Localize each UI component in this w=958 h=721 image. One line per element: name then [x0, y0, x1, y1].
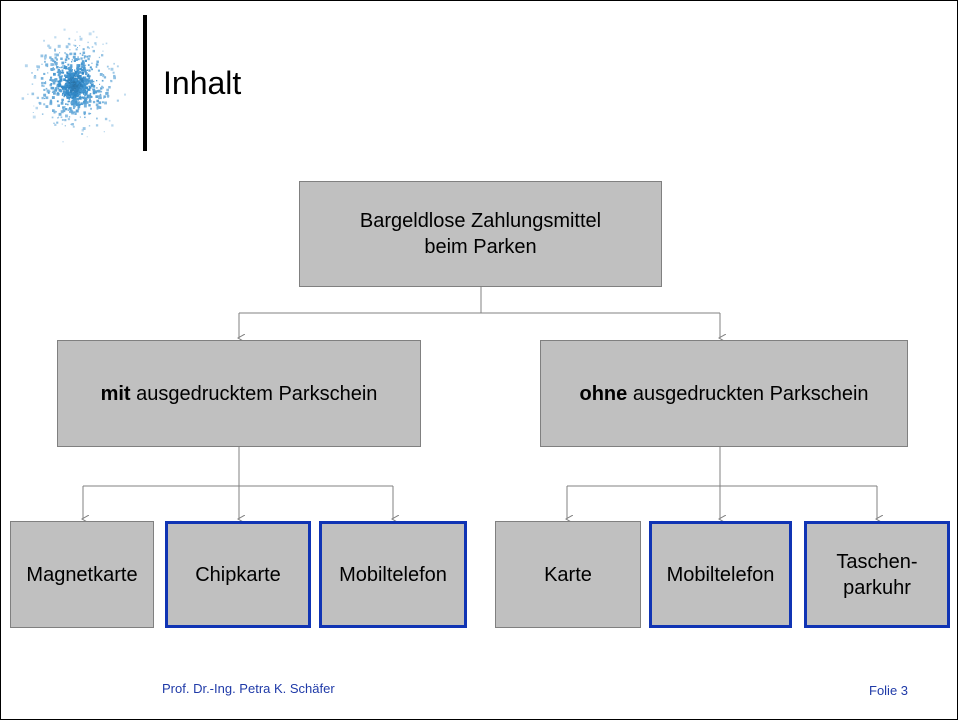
- leaf-mobiltelefon-left: Mobiltelefon: [319, 521, 467, 628]
- logo-dots-icon: [21, 28, 126, 143]
- root-node: Bargeldlose Zahlungsmittel beim Parken: [299, 181, 662, 287]
- node-mit-rest: ausgedrucktem Parkschein: [130, 382, 378, 405]
- leaf-karte-label: Karte: [544, 563, 592, 586]
- leaf-mobiltelefon-right-label: Mobiltelefon: [666, 563, 775, 586]
- leaf-chipkarte-label: Chipkarte: [195, 563, 281, 586]
- root-line2: beim Parken: [424, 236, 537, 258]
- title-divider: [143, 15, 147, 151]
- page-title: Inhalt: [163, 65, 242, 101]
- footer-slide-number: Folie 3: [869, 683, 909, 698]
- node-mit-parkschein: mit ausgedrucktem Parkschein: [57, 340, 421, 447]
- leaf-chipkarte: Chipkarte: [165, 521, 311, 628]
- node-ohne-rest: ausgedruckten Parkschein: [627, 382, 869, 405]
- node-ohne-bold: ohne: [579, 382, 628, 405]
- leaf-mobiltelefon-left-label: Mobiltelefon: [339, 563, 447, 586]
- root-line1: Bargeldlose Zahlungsmittel: [359, 210, 602, 232]
- leaf-magnetkarte-label: Magnetkarte: [26, 563, 138, 586]
- footer-author: Prof. Dr.-Ing. Petra K. Schäfer: [162, 681, 335, 696]
- node-mit-bold: mit: [100, 382, 131, 405]
- leaf-magnetkarte: Magnetkarte: [10, 521, 154, 628]
- node-ohne-parkschein: ohne ausgedruckten Parkschein: [540, 340, 908, 447]
- leaf-karte: Karte: [495, 521, 641, 628]
- leaf-mobiltelefon-right: Mobiltelefon: [649, 521, 792, 628]
- leaf-taschen-line1: Taschen-: [836, 550, 918, 573]
- leaf-taschen-line2: parkuhr: [843, 576, 911, 599]
- leaf-taschenparkuhr: Taschen- parkuhr: [804, 521, 950, 628]
